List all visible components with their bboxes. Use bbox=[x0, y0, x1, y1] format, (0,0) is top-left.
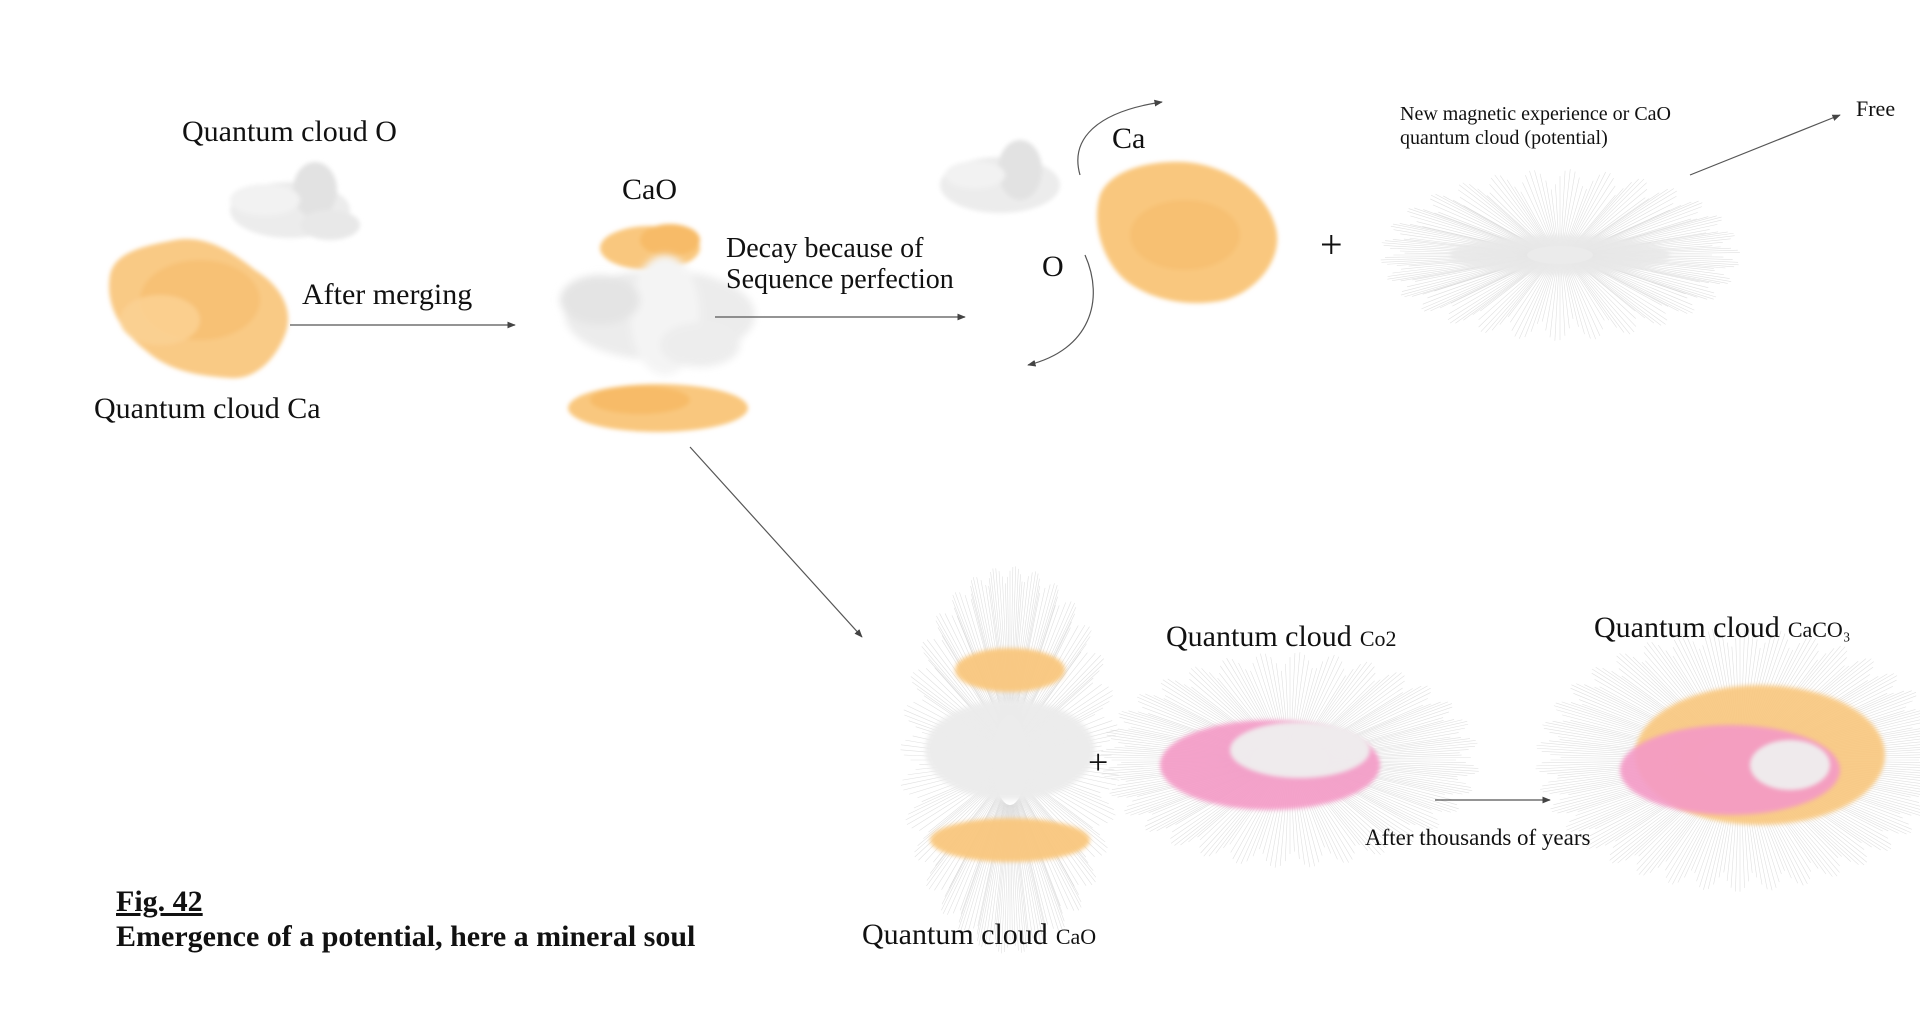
arrow-ca-release bbox=[1077, 99, 1163, 176]
label-free: Free bbox=[1856, 96, 1896, 121]
label-new-magnetic-line1: New magnetic experience or CaO bbox=[1400, 103, 1671, 125]
label-quantum-cloud-text: Quantum cloud bbox=[1594, 611, 1780, 644]
label-quantum-cloud-co2: Quantum cloud Co2 bbox=[1166, 620, 1397, 655]
label-decay-line1: Decay because of bbox=[726, 233, 924, 264]
arrow-free bbox=[1689, 114, 1841, 176]
co2-quantum-cloud bbox=[1100, 652, 1479, 868]
ca-cloud-large bbox=[109, 239, 289, 379]
caco3-quantum-cloud bbox=[1535, 628, 1920, 892]
label-ca: Ca bbox=[1112, 122, 1146, 155]
figure-number: Fig. 42 bbox=[116, 885, 203, 918]
cao-merged-cloud bbox=[560, 224, 755, 432]
cao-quantum-cloud-bottom bbox=[900, 566, 1120, 954]
label-quantum-cloud-text: Quantum cloud bbox=[862, 918, 1048, 951]
plus-sign-top: + bbox=[1320, 222, 1343, 267]
label-caco3-sub: CaCO₃ bbox=[1787, 617, 1851, 642]
label-quantum-cloud-ca: Quantum cloud Ca bbox=[94, 392, 321, 425]
cao-field-cloud bbox=[1380, 169, 1740, 341]
o-cloud-decay bbox=[940, 140, 1060, 213]
ca-cloud-decay bbox=[1097, 161, 1278, 304]
label-o: O bbox=[1042, 250, 1064, 283]
label-new-magnetic-line2: quantum cloud (potential) bbox=[1400, 127, 1608, 149]
label-co2-sub: Co2 bbox=[1359, 626, 1397, 651]
label-after-thousands: After thousands of years bbox=[1365, 825, 1591, 850]
arrow-to-bottom bbox=[689, 446, 863, 638]
label-after-merging: After merging bbox=[302, 278, 473, 311]
figure-caption: Emergence of a potential, here a mineral… bbox=[116, 920, 696, 953]
plus-sign-bottom: + bbox=[1088, 742, 1109, 782]
label-cao-sub: CaO bbox=[1055, 924, 1097, 949]
o-cloud-small bbox=[230, 162, 360, 240]
label-quantum-cloud-caco3: Quantum cloud CaCO₃ bbox=[1594, 611, 1850, 646]
label-quantum-cloud-o: Quantum cloud O bbox=[182, 115, 397, 148]
label-cao-merged: CaO bbox=[622, 173, 677, 206]
label-quantum-cloud-text: Quantum cloud bbox=[1166, 620, 1352, 653]
label-quantum-cloud-cao: Quantum cloud CaO bbox=[862, 918, 1096, 953]
arrow-o-release bbox=[1027, 254, 1094, 367]
label-decay-line2: Sequence perfection bbox=[726, 264, 954, 295]
